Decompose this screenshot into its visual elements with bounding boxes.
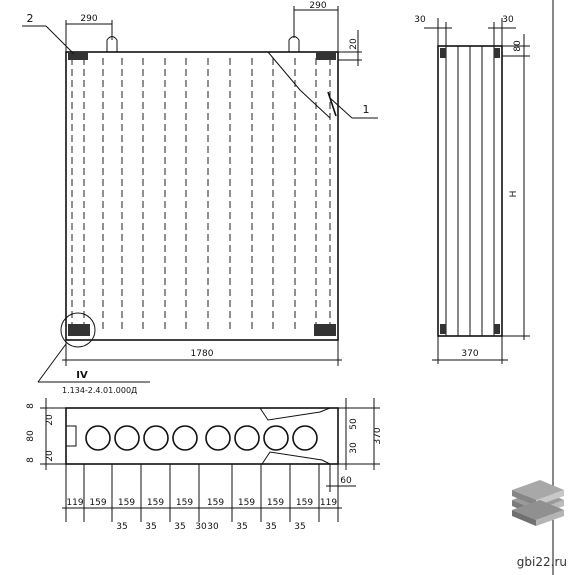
front-view: 290 290 20 1 2 1780 IV 1.134-2.4.01.000Д xyxy=(22,1,378,395)
dim-chain-label: 159 xyxy=(89,498,106,508)
dim-chain-label: 159 xyxy=(118,498,135,508)
sec-dim-8-top: 8 xyxy=(26,403,36,409)
panel-outline xyxy=(65,51,339,341)
sec-dim-20-bottom: 20 xyxy=(45,450,55,462)
dim-chain-sub-label: 30 xyxy=(207,522,219,532)
sec-dim-20-top: 20 xyxy=(45,414,55,426)
section-cut-top xyxy=(259,407,331,421)
callout-1: 1 xyxy=(363,103,370,116)
section-cut-bottom xyxy=(261,451,331,465)
dim-chain-sub-label: 35 xyxy=(174,522,185,532)
dim-chain-label: 159 xyxy=(207,498,224,508)
side-dim-30-right: 30 xyxy=(502,15,514,25)
sec-dim-370: 370 xyxy=(373,427,383,444)
cutaway-edge xyxy=(267,51,331,119)
core-4 xyxy=(172,425,198,451)
core-1 xyxy=(85,425,111,451)
lifting-loop-right xyxy=(288,36,300,52)
side-dim-h: H xyxy=(509,191,519,198)
section-outline xyxy=(65,407,339,465)
dim-20: 20 xyxy=(349,38,359,50)
core-6 xyxy=(234,425,260,451)
dim-chain-sub-label: 35 xyxy=(236,522,247,532)
dim-chain-label: 159 xyxy=(147,498,164,508)
watermark-text: gbi22.ru xyxy=(516,555,567,569)
sec-dim-50: 50 xyxy=(349,418,359,430)
section-key-left xyxy=(66,425,77,447)
dim-chain-label: 159 xyxy=(238,498,255,508)
core-2 xyxy=(114,425,140,451)
side-dim-30-left: 30 xyxy=(414,15,426,25)
dim-chain-sub-label: 35 xyxy=(265,522,276,532)
dim-chain-label: 159 xyxy=(296,498,313,508)
side-dim-80: 80 xyxy=(513,40,523,52)
dim-chain-sub-label: 35 xyxy=(145,522,156,532)
dim-chain-row1: 119 159 159 159 159 159 159 159 159 119 xyxy=(66,498,337,508)
side-view: 30 30 80 H 370 xyxy=(414,15,530,364)
cross-section: 8 80 8 20 20 50 30 370 60 119 159 159 159 15… xyxy=(26,398,383,532)
sec-dim-60: 60 xyxy=(340,476,352,486)
dim-290-right: 290 xyxy=(309,1,326,11)
side-dim-370: 370 xyxy=(461,349,478,359)
sec-dim-30: 30 xyxy=(349,442,359,454)
embed-plate-bottom-left xyxy=(68,324,90,336)
dim-290-left: 290 xyxy=(80,14,97,24)
stacked-slabs-logo xyxy=(512,480,564,526)
dim-chain-label: 119 xyxy=(66,498,83,508)
hollow-cores xyxy=(85,425,318,451)
embed-plate-top-right xyxy=(316,52,336,60)
anchor-1 xyxy=(327,91,337,117)
dim-chain-label: 159 xyxy=(267,498,284,508)
dim-chain-sub-label: 35 xyxy=(116,522,127,532)
detail-iv-circle xyxy=(60,312,96,348)
detail-mark: IV xyxy=(76,370,88,381)
dim-chain-label: 159 xyxy=(176,498,193,508)
dim-1780: 1780 xyxy=(191,349,214,359)
embed-plate-bottom-right xyxy=(314,324,336,336)
core-8 xyxy=(292,425,318,451)
sec-dim-80: 80 xyxy=(26,430,36,442)
core-3 xyxy=(143,425,169,451)
hollow-core-lines xyxy=(71,58,331,330)
core-7 xyxy=(263,425,289,451)
dim-chain-sub-label: 30 xyxy=(195,522,207,532)
embed-plate-top-left xyxy=(68,52,88,60)
dim-chain-ticks xyxy=(65,464,339,522)
core-5 xyxy=(205,425,231,451)
sec-dim-8-bottom: 8 xyxy=(26,457,36,463)
dim-chain-label: 119 xyxy=(320,498,337,508)
dim-chain-sub-label: 35 xyxy=(294,522,305,532)
callout-2: 2 xyxy=(27,12,34,25)
detail-ref: 1.134-2.4.01.000Д xyxy=(62,386,137,395)
